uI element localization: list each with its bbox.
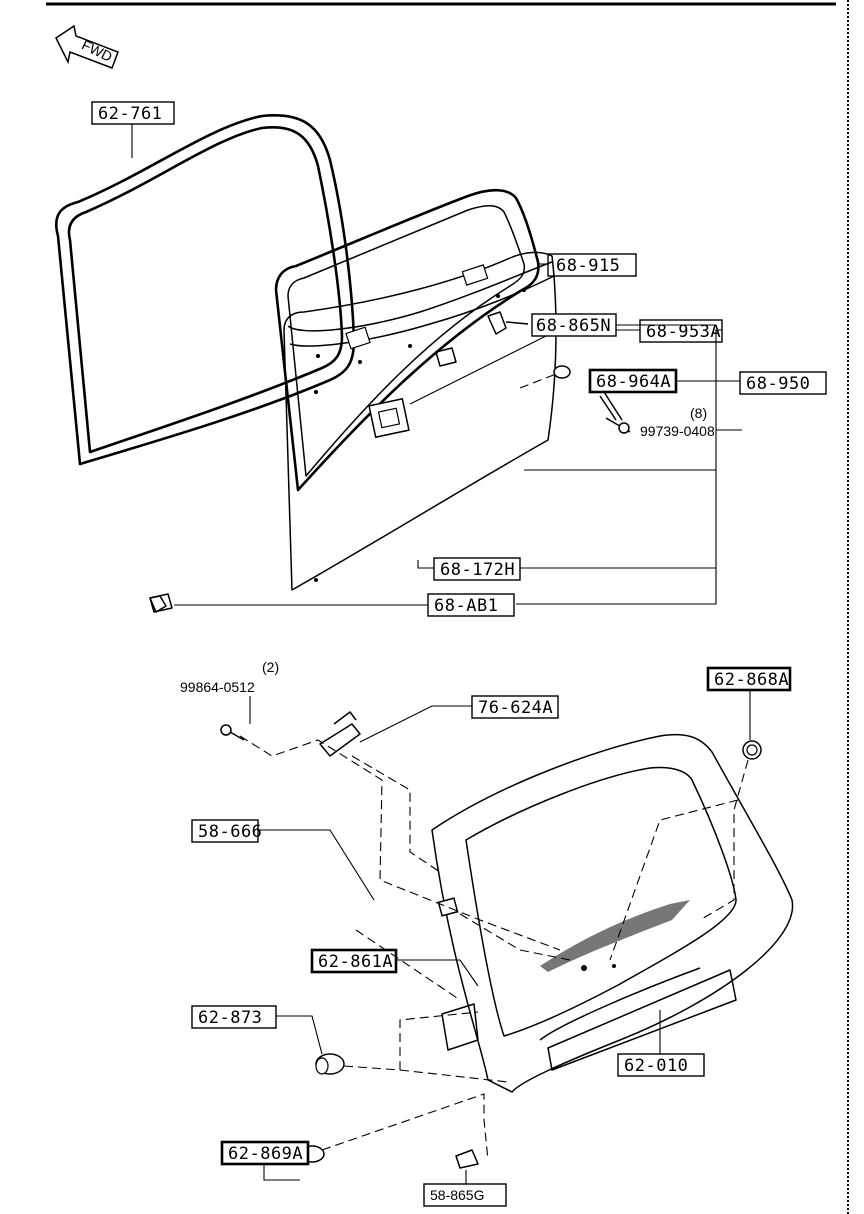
plug-right-part: [742, 740, 762, 760]
rear-window-glass-part: [274, 188, 540, 492]
callout-bracket: 76-624A: [478, 698, 553, 718]
callout-trim-clip-b: 68-964A: [596, 372, 671, 392]
callout-box-trim-fastener: [433, 557, 521, 581]
callout-trim-clip-a: 68-953A: [646, 322, 721, 342]
liftgate-trim-panel-part: [283, 251, 557, 591]
callout-clip-bottom: 58-865G: [430, 1187, 484, 1203]
callout-box-corner-seal: [310, 948, 398, 974]
callout-screw-upper-qty: (8): [690, 405, 707, 421]
callout-trim-clip-c: 68-AB1: [434, 596, 498, 616]
callout-box-trim-assembly: [739, 371, 827, 395]
callout-corner-seal: 62-861A: [318, 952, 393, 972]
callout-plug-right: 62-868A: [714, 670, 789, 690]
callout-weatherstrip: 62-761: [98, 104, 162, 124]
screw-lower-part: [220, 724, 245, 741]
bracket-line: [516, 329, 722, 605]
callout-screw-upper: 99739-0408: [640, 423, 715, 439]
trim-clip-b-part: [553, 365, 631, 434]
callout-box-weatherstrip: [91, 101, 175, 125]
trim-clip-a-part: [368, 397, 410, 439]
trim-clip-c-part: [149, 593, 173, 613]
leader-bracket: [359, 705, 472, 743]
pad-part: [437, 897, 459, 917]
callout-box-liftgate: [617, 1053, 705, 1077]
fwd-arrow-icon: FWD: [55, 24, 119, 69]
callout-pad: 58-666: [198, 822, 262, 842]
dash-trim-clip-b: [519, 373, 557, 389]
trim-hook-part: [487, 311, 529, 335]
callout-screw-lower-qty: (2): [262, 659, 279, 675]
bracket-part: [319, 711, 361, 757]
leader-trim-fastener-b: [417, 560, 434, 569]
callout-bumper-stop: 62-873: [198, 1008, 262, 1028]
callout-liftgate: 62-010: [624, 1056, 688, 1076]
callout-box-plug-right: [706, 666, 792, 692]
callout-box-clip-bottom: [423, 1183, 507, 1207]
leader-pad: [258, 829, 375, 901]
installation-dash-lines: [239, 735, 749, 1161]
weatherstrip-part: [55, 113, 356, 466]
callout-box-rear-window: [547, 253, 637, 277]
callout-box-pad: [191, 819, 259, 843]
callout-rear-window: 68-915: [556, 256, 620, 276]
liftgate-part: [431, 733, 794, 1093]
callout-screw-lower: 99864-0512: [180, 679, 255, 695]
corner-seal-part: [441, 1003, 479, 1051]
callout-box-bracket: [471, 695, 559, 719]
leader-corner-seal: [396, 959, 479, 987]
callout-box-bumper-stop: [191, 1005, 277, 1029]
callout-trim-assembly: 68-950: [746, 374, 810, 394]
bumper-stop-part: [315, 1053, 345, 1075]
callout-trim-fastener: 68-172H: [440, 560, 515, 580]
callout-trim-hook: 68-865N: [536, 316, 611, 336]
leader-cap: [263, 1164, 300, 1181]
callout-cap: 62-869A: [228, 1144, 303, 1164]
callout-box-cap: [220, 1140, 310, 1166]
leader-bumper-stop: [276, 1015, 323, 1055]
clip-bottom-part: [455, 1149, 479, 1169]
trim-fastener-part: [435, 347, 457, 367]
